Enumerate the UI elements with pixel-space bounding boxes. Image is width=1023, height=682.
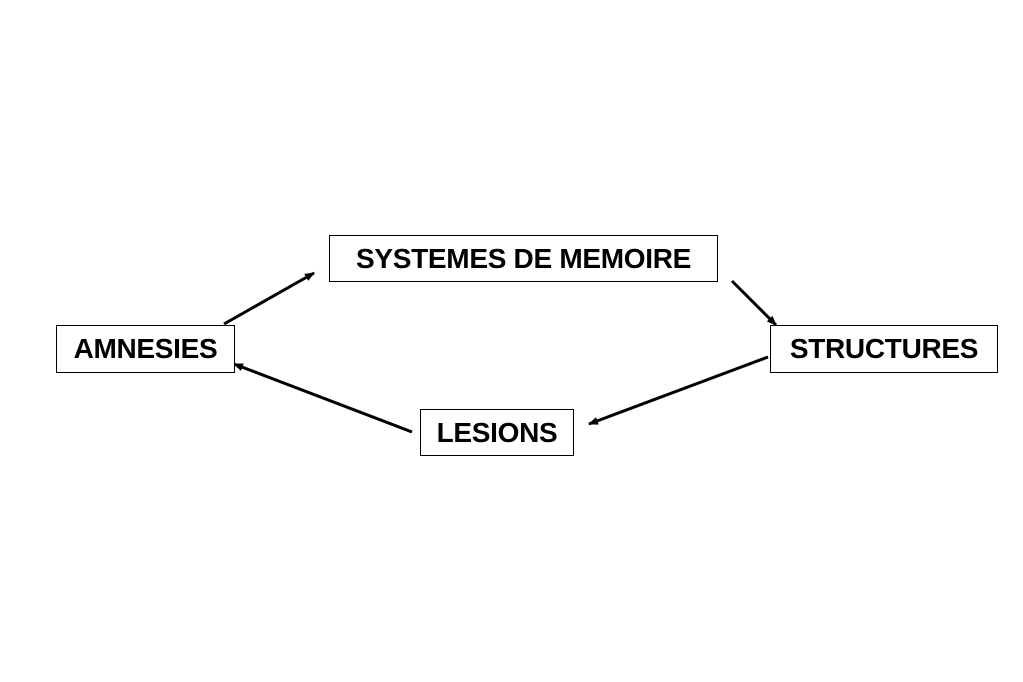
arrow-systemes-to-structures [730,279,778,327]
arrow-amnesies-to-systemes [223,271,315,326]
node-label-amnesies: AMNESIES [73,333,218,364]
node-label-systemes: SYSTEMES DE MEMOIRE [355,242,692,274]
node-structures: STRUCTURES [770,325,998,373]
arrow-structures-to-lesions [588,355,769,426]
arrow-lesions-to-amnesies [233,362,413,434]
node-systemes-de-memoire: SYSTEMES DE MEMOIRE [329,235,718,282]
node-label-lesions: LESIONS [436,416,558,448]
node-amnesies: AMNESIES [56,325,235,373]
node-lesions: LESIONS [420,409,574,456]
node-label-structures: STRUCTURES [789,333,979,364]
